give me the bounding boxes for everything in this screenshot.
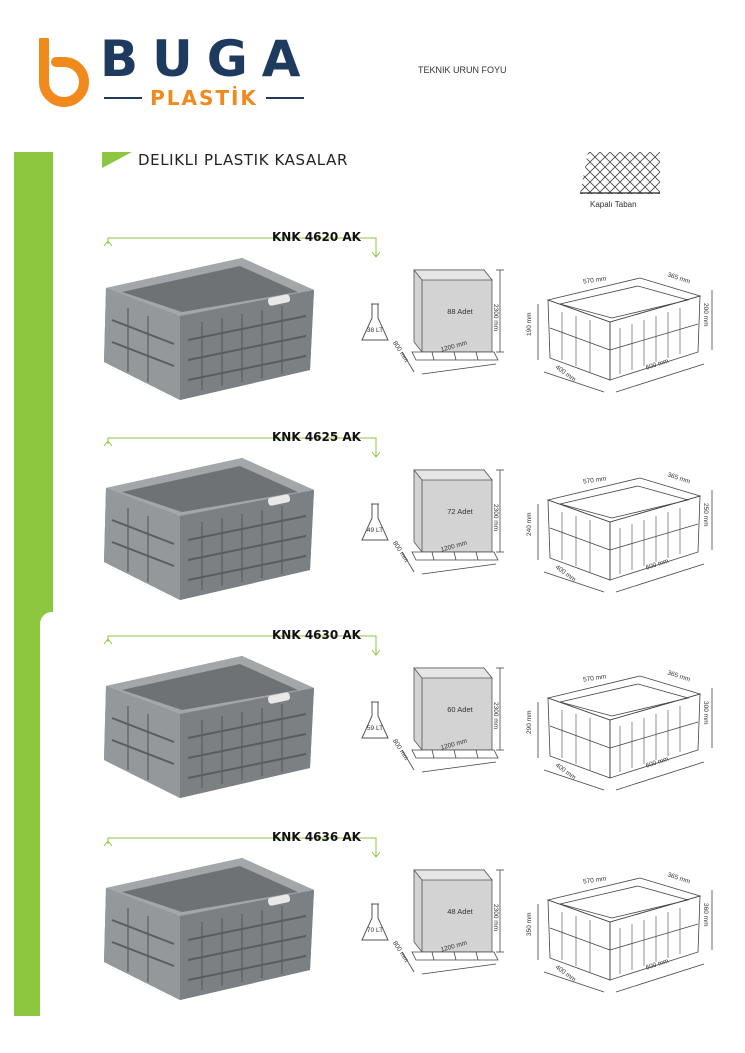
volume-flask-icon: [361, 303, 389, 341]
base-label: Kapalı Taban: [590, 200, 637, 209]
product-code: KNK 4636 AK: [272, 830, 361, 844]
crate-photo: [104, 656, 314, 798]
product-block: KNK 4630 AK: [0, 628, 745, 828]
divider: [265, 97, 304, 99]
pallet-stack-diagram: [401, 469, 504, 575]
stack-height-label: 350 mm: [526, 912, 533, 936]
crate-line-drawing: [537, 277, 713, 393]
pallet-quantity: 72 Adet: [447, 507, 473, 516]
volume-label: 59 LT: [366, 725, 384, 732]
pallet-stack-diagram: [401, 667, 504, 773]
height-label: 200 mm: [702, 303, 709, 327]
height-label: 360 mm: [702, 903, 709, 927]
product-code: KNK 4630 AK: [272, 628, 361, 642]
volume-label: 38 LT: [366, 327, 384, 334]
height-label: 250 mm: [702, 503, 709, 527]
product-bracket-arrow-icon: [103, 437, 380, 458]
volume-label: 49 LT: [366, 527, 384, 534]
product-block: KNK 4625 AK: [0, 430, 745, 630]
product-block: KNK 4636 AK: [0, 830, 745, 1030]
height-label: 300 mm: [702, 701, 709, 725]
brand-subname: PLASTİK: [150, 86, 258, 110]
stack-height-label: 240 mm: [526, 512, 533, 536]
brand-name: BUGA: [100, 30, 315, 88]
crate-line-drawing: [537, 675, 713, 791]
divider: [104, 97, 143, 99]
pallet-stack-diagram: [401, 869, 504, 975]
volume-flask-icon: [361, 503, 389, 541]
brand-subtitle: PLASTİK: [104, 86, 304, 110]
product-block: KNK 4620 AK: [0, 230, 745, 430]
title-arrow-icon: [102, 152, 132, 168]
buga-logo-icon: [39, 38, 89, 107]
crate-line-drawing: [537, 477, 713, 593]
pallet-height-label: 2300 mm: [492, 904, 499, 932]
pallet-height-label: 2300 mm: [492, 304, 499, 332]
product-bracket-arrow-icon: [103, 635, 380, 656]
product-code: KNK 4620 AK: [272, 230, 361, 244]
crate-photo: [104, 258, 314, 400]
volume-flask-icon: [361, 701, 389, 739]
pallet-quantity: 88 Adet: [447, 307, 473, 316]
closed-base-pattern-icon: [580, 152, 660, 194]
side-band-notch: [40, 612, 60, 1022]
section-title: DELIKLI PLASTIK KASALAR: [138, 151, 348, 169]
crate-photo: [104, 458, 314, 600]
product-bracket-arrow-icon: [103, 837, 380, 858]
crate-photo: [104, 858, 314, 1000]
document-type: TEKNIK URUN FOYU: [418, 65, 507, 75]
pallet-stack-diagram: [401, 269, 504, 375]
product-bracket-arrow-icon: [103, 237, 380, 258]
crate-line-drawing: [537, 877, 713, 993]
pallet-quantity: 48 Adet: [447, 907, 473, 916]
pallet-height-label: 2300 mm: [492, 702, 499, 730]
volume-label: 70 LT: [366, 927, 384, 934]
pallet-height-label: 2300 mm: [492, 504, 499, 532]
product-code: KNK 4625 AK: [272, 430, 361, 444]
stack-height-label: 290 mm: [526, 710, 533, 734]
stack-height-label: 190 mm: [526, 312, 533, 336]
volume-flask-icon: [361, 903, 389, 941]
pallet-quantity: 60 Adet: [447, 705, 473, 714]
